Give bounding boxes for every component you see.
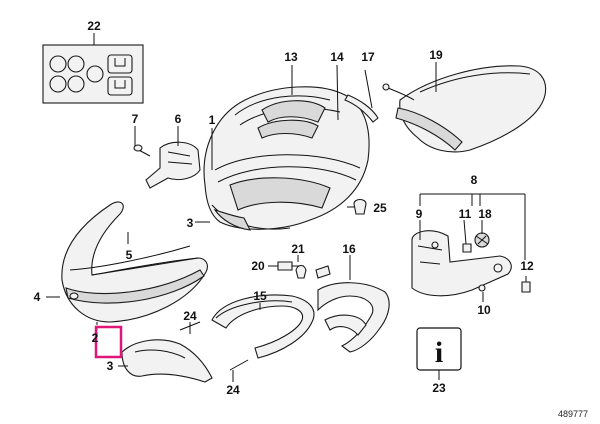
callout-6: 6	[175, 112, 182, 126]
sun-visor	[382, 65, 547, 153]
callout-1: 1	[209, 113, 216, 127]
callout-22: 22	[87, 19, 101, 33]
callout-14: 14	[330, 50, 344, 64]
inner-padding-ring	[211, 294, 315, 359]
callout-17: 17	[361, 50, 375, 64]
callout-12: 12	[520, 259, 534, 273]
callout-15: 15	[253, 289, 267, 303]
diagram-number: 489777	[558, 409, 588, 419]
callout-5: 5	[126, 248, 133, 262]
callout-19: 19	[429, 48, 443, 62]
highlight-marker	[94, 325, 123, 359]
visor-mechanism	[133, 141, 201, 189]
info-placard: i	[416, 327, 462, 371]
callout-23: 23	[432, 381, 446, 395]
callout-3-bottom: 3	[107, 359, 114, 373]
callout-13: 13	[284, 50, 298, 64]
callout-16: 16	[342, 242, 356, 256]
callout-4: 4	[34, 290, 41, 304]
callout-2: 2	[92, 331, 99, 345]
bracket-assembly	[411, 230, 531, 297]
callout-24-top: 24	[183, 309, 197, 323]
callout-20: 20	[251, 259, 265, 273]
chin-guard	[61, 201, 208, 323]
callout-11: 11	[459, 207, 472, 221]
screws-20-21	[277, 261, 307, 279]
callout-24-bottom: 24	[226, 383, 240, 397]
cheek-pad	[315, 265, 390, 353]
callout-10: 10	[477, 303, 491, 317]
callout-3-top: 3	[187, 216, 194, 230]
callout-7: 7	[132, 112, 139, 126]
callout-9: 9	[416, 207, 423, 221]
leader-lines	[46, 62, 527, 382]
helmet-shell	[203, 86, 370, 231]
sticker-sheet	[42, 44, 144, 104]
callout-21: 21	[291, 242, 305, 256]
callout-25: 25	[373, 201, 387, 215]
callout-labels: 22 13 14 17 19 6 1 7 8 3 25 9 11 18 5 21…	[34, 19, 534, 397]
callout-8: 8	[471, 173, 478, 187]
neck-pad	[121, 321, 249, 383]
rivet-25	[353, 198, 367, 215]
info-icon: i	[435, 336, 443, 369]
visor-seal	[344, 69, 379, 123]
callout-18: 18	[478, 207, 492, 221]
